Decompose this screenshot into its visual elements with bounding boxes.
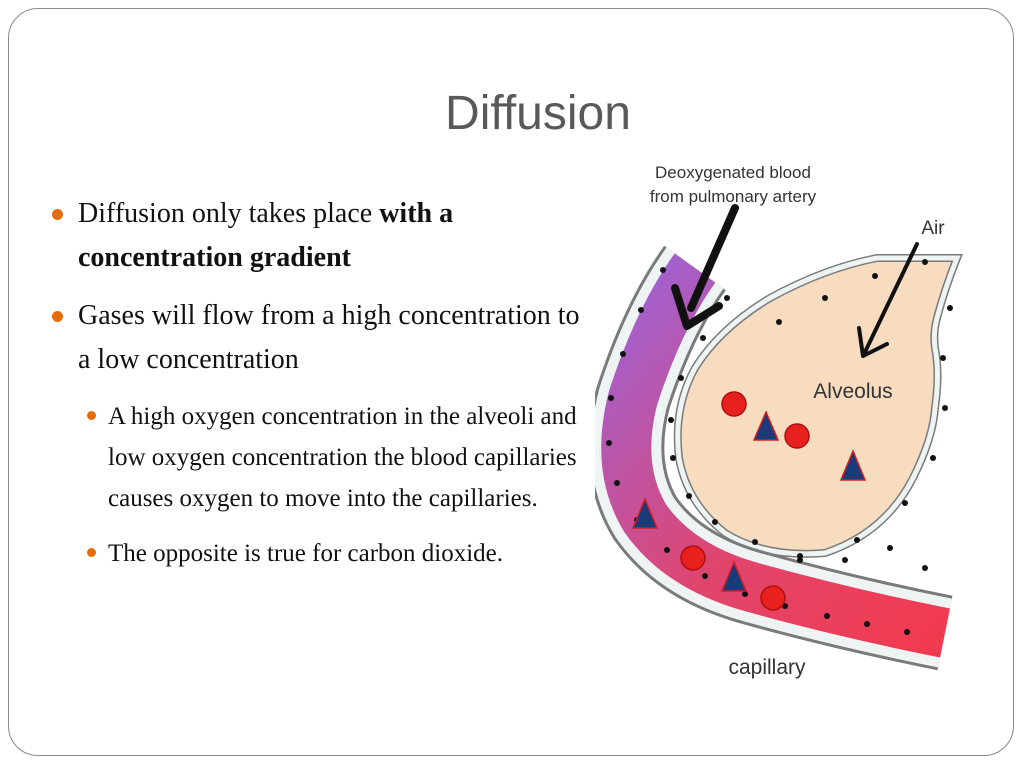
blood-flow-arrow-icon: [671, 204, 739, 330]
air-flow-arrow-icon: [857, 242, 919, 358]
sub-bullet-text: The opposite is true for carbon dioxide.: [108, 540, 504, 567]
slide-frame: [8, 8, 1014, 756]
label-alveolus: Alveolus: [813, 380, 892, 403]
sub-bullet-item: A high oxygen concentration in the alveo…: [50, 396, 590, 519]
bullet-dot-icon: [87, 548, 96, 557]
oxygen-molecules: [680, 391, 810, 611]
bullet-text: Diffusion only takes place: [78, 198, 380, 229]
bullet-text: Gases will flow from a high concentratio…: [78, 300, 580, 375]
bullet-list: Diffusion only takes place with a concen…: [50, 192, 590, 588]
bullet-item: Gases will flow from a high concentratio…: [50, 294, 590, 382]
bullet-bold-text: with a concentration gradient: [78, 198, 454, 273]
label-deoxygenated-line1: Deoxygenated blood: [655, 163, 811, 182]
label-capillary: capillary: [728, 656, 806, 679]
label-air: Air: [921, 218, 945, 239]
sub-bullet-text: A high oxygen concentration in the alveo…: [108, 403, 577, 512]
label-deoxygenated-line2: from pulmonary artery: [650, 187, 817, 206]
slide-title: Diffusion: [445, 87, 631, 140]
bullet-dot-icon: [87, 411, 96, 420]
bullet-dot-icon: [52, 209, 63, 220]
sub-bullet-item: The opposite is true for carbon dioxide.: [50, 533, 590, 574]
cell-nuclei: [606, 259, 953, 635]
bullet-dot-icon: [52, 311, 63, 322]
carbon-dioxide-molecules: [631, 410, 867, 592]
diffusion-diagram: Deoxygenated blood from pulmonary artery…: [595, 163, 963, 679]
bullet-item: Diffusion only takes place with a concen…: [50, 192, 590, 280]
